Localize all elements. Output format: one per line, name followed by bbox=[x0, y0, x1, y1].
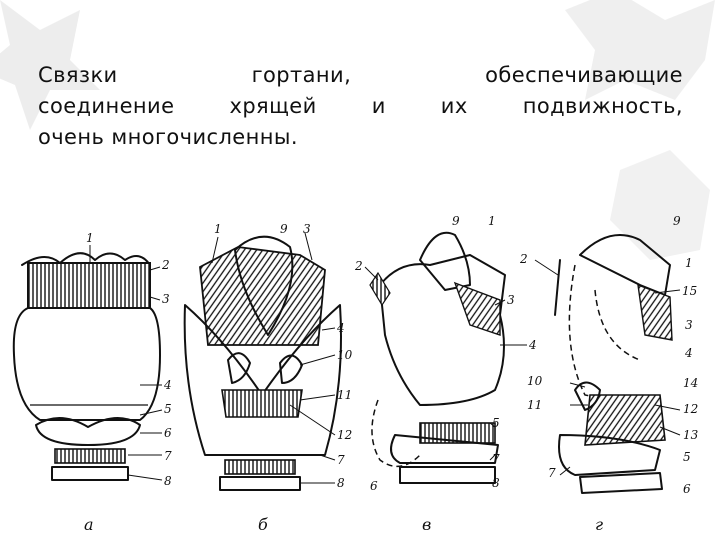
caption-a: а bbox=[84, 515, 94, 534]
label-a-5: 5 bbox=[164, 402, 172, 416]
label-g-12: 12 bbox=[683, 402, 698, 416]
label-g-4: 4 bbox=[684, 346, 693, 360]
label-v-4: 4 bbox=[528, 338, 537, 352]
larynx-ligaments-figure: 1 2 3 4 5 6 7 8 а 1 9 3 4 10 11 12 7 8 б… bbox=[12, 214, 699, 534]
label-g-2: 2 bbox=[519, 252, 528, 266]
label-b-7: 7 bbox=[337, 453, 345, 467]
label-a-6: 6 bbox=[164, 426, 172, 440]
label-b-1: 1 bbox=[214, 222, 222, 236]
leader-lines bbox=[89, 232, 681, 484]
label-a-2: 2 bbox=[161, 258, 170, 272]
leaf-decoration-top-left bbox=[0, 0, 100, 130]
label-a-7: 7 bbox=[164, 449, 172, 463]
label-g-7: 7 bbox=[548, 466, 556, 480]
label-b-4: 4 bbox=[336, 321, 345, 335]
caption-v: в bbox=[422, 515, 431, 534]
label-g-11: 11 bbox=[527, 398, 542, 412]
label-a-8: 8 bbox=[164, 474, 172, 488]
label-b-3: 3 bbox=[303, 222, 311, 236]
label-v-5: 5 bbox=[492, 416, 500, 430]
label-g-1: 1 bbox=[685, 256, 693, 270]
label-v-8: 8 bbox=[492, 476, 500, 490]
title-line-3: очень многочисленны. bbox=[38, 125, 298, 149]
label-g-3: 3 bbox=[685, 318, 693, 332]
label-g-13: 13 bbox=[683, 428, 699, 442]
title-line-2: соединение хрящей и их подвижность, bbox=[38, 94, 683, 118]
label-v-6: 6 bbox=[370, 479, 378, 493]
larynx-side-view bbox=[369, 231, 506, 484]
label-b-11: 11 bbox=[337, 388, 352, 402]
label-g-14: 14 bbox=[683, 376, 698, 390]
caption-b: б bbox=[258, 515, 268, 534]
leaf-decoration-top-right bbox=[565, 0, 715, 100]
label-v-9: 9 bbox=[452, 214, 460, 228]
larynx-front-view bbox=[12, 252, 161, 481]
larynx-section-view bbox=[554, 234, 673, 494]
label-b-12: 12 bbox=[337, 428, 352, 442]
larynx-back-view bbox=[183, 235, 342, 491]
label-g-10: 10 bbox=[527, 374, 543, 388]
label-g-6: 6 bbox=[683, 482, 691, 496]
label-v-7: 7 bbox=[492, 452, 500, 466]
label-v-3: 3 bbox=[507, 293, 515, 307]
label-a-1: 1 bbox=[86, 231, 94, 245]
leaf-decoration-right bbox=[610, 150, 710, 260]
label-g-5: 5 bbox=[683, 450, 691, 464]
slide-title: Связки гортани, обеспечивающие соединени… bbox=[38, 60, 683, 153]
label-b-9: 9 bbox=[280, 222, 288, 236]
label-g-9: 9 bbox=[673, 214, 681, 228]
label-v-1: 1 bbox=[488, 214, 496, 228]
caption-g: г bbox=[595, 515, 603, 534]
label-a-3: 3 bbox=[162, 292, 170, 306]
label-b-8: 8 bbox=[337, 476, 345, 490]
label-v-2: 2 bbox=[354, 259, 363, 273]
label-b-10: 10 bbox=[337, 348, 353, 362]
label-a-4: 4 bbox=[163, 378, 172, 392]
label-g-15: 15 bbox=[682, 284, 697, 298]
title-line-1: Связки гортани, обеспечивающие bbox=[38, 63, 683, 87]
